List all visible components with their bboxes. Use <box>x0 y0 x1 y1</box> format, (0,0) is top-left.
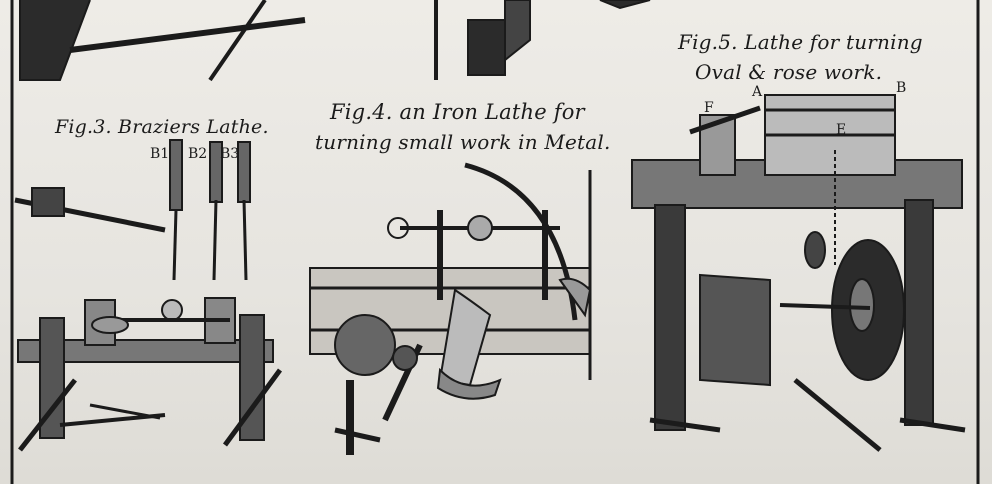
label-f: F <box>704 100 714 116</box>
label-a: A <box>752 84 763 100</box>
label-b3: B3 <box>220 146 240 162</box>
fig3-lathe-drawing <box>14 139 283 452</box>
fig5-lathe-drawing <box>631 94 966 452</box>
label-e: E <box>836 122 847 138</box>
label-b2: B2 <box>188 146 208 162</box>
fig5-caption-line1: Fig.5. Lathe for turning <box>678 30 923 54</box>
fig4-caption-line1: Fig.4. an Iron Lathe for <box>330 100 585 124</box>
fig5-caption-line2: Oval & rose work. <box>695 60 883 84</box>
fig4-caption-line2: turning small work in Metal. <box>315 130 611 154</box>
fig3-caption: Fig.3. Braziers Lathe. <box>55 116 269 138</box>
label-b1: B1 <box>150 146 170 162</box>
label-b: B <box>896 80 907 96</box>
fig4-lathe-drawing <box>309 162 592 455</box>
